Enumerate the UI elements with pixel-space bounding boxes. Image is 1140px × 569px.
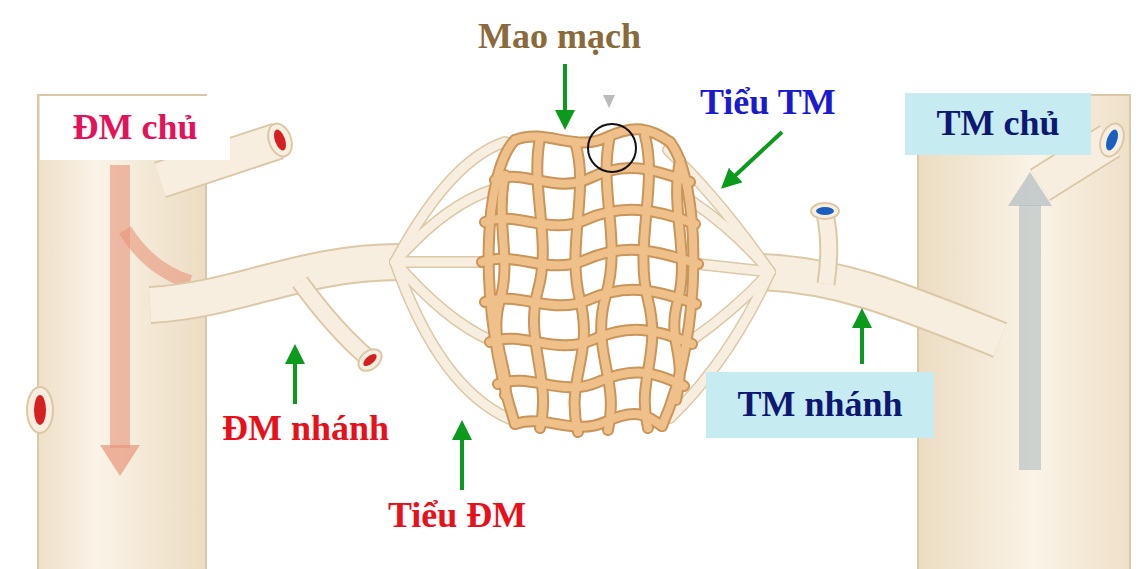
vessel-name: TM chủ [936,103,1059,144]
part-label: Mao mạch [478,16,641,57]
label-box: ĐM chủ [40,96,230,160]
part-label: Tiểu ĐM [388,495,526,536]
label-box: TM nhánh [706,372,934,438]
vessel-name: ĐM chủ [73,107,198,148]
part-label: ĐM nhánh [222,408,389,449]
part-label: Tiểu TM [700,82,836,123]
label-box: TM chủ [905,93,1091,155]
vessel-name: TM nhánh [737,384,902,425]
